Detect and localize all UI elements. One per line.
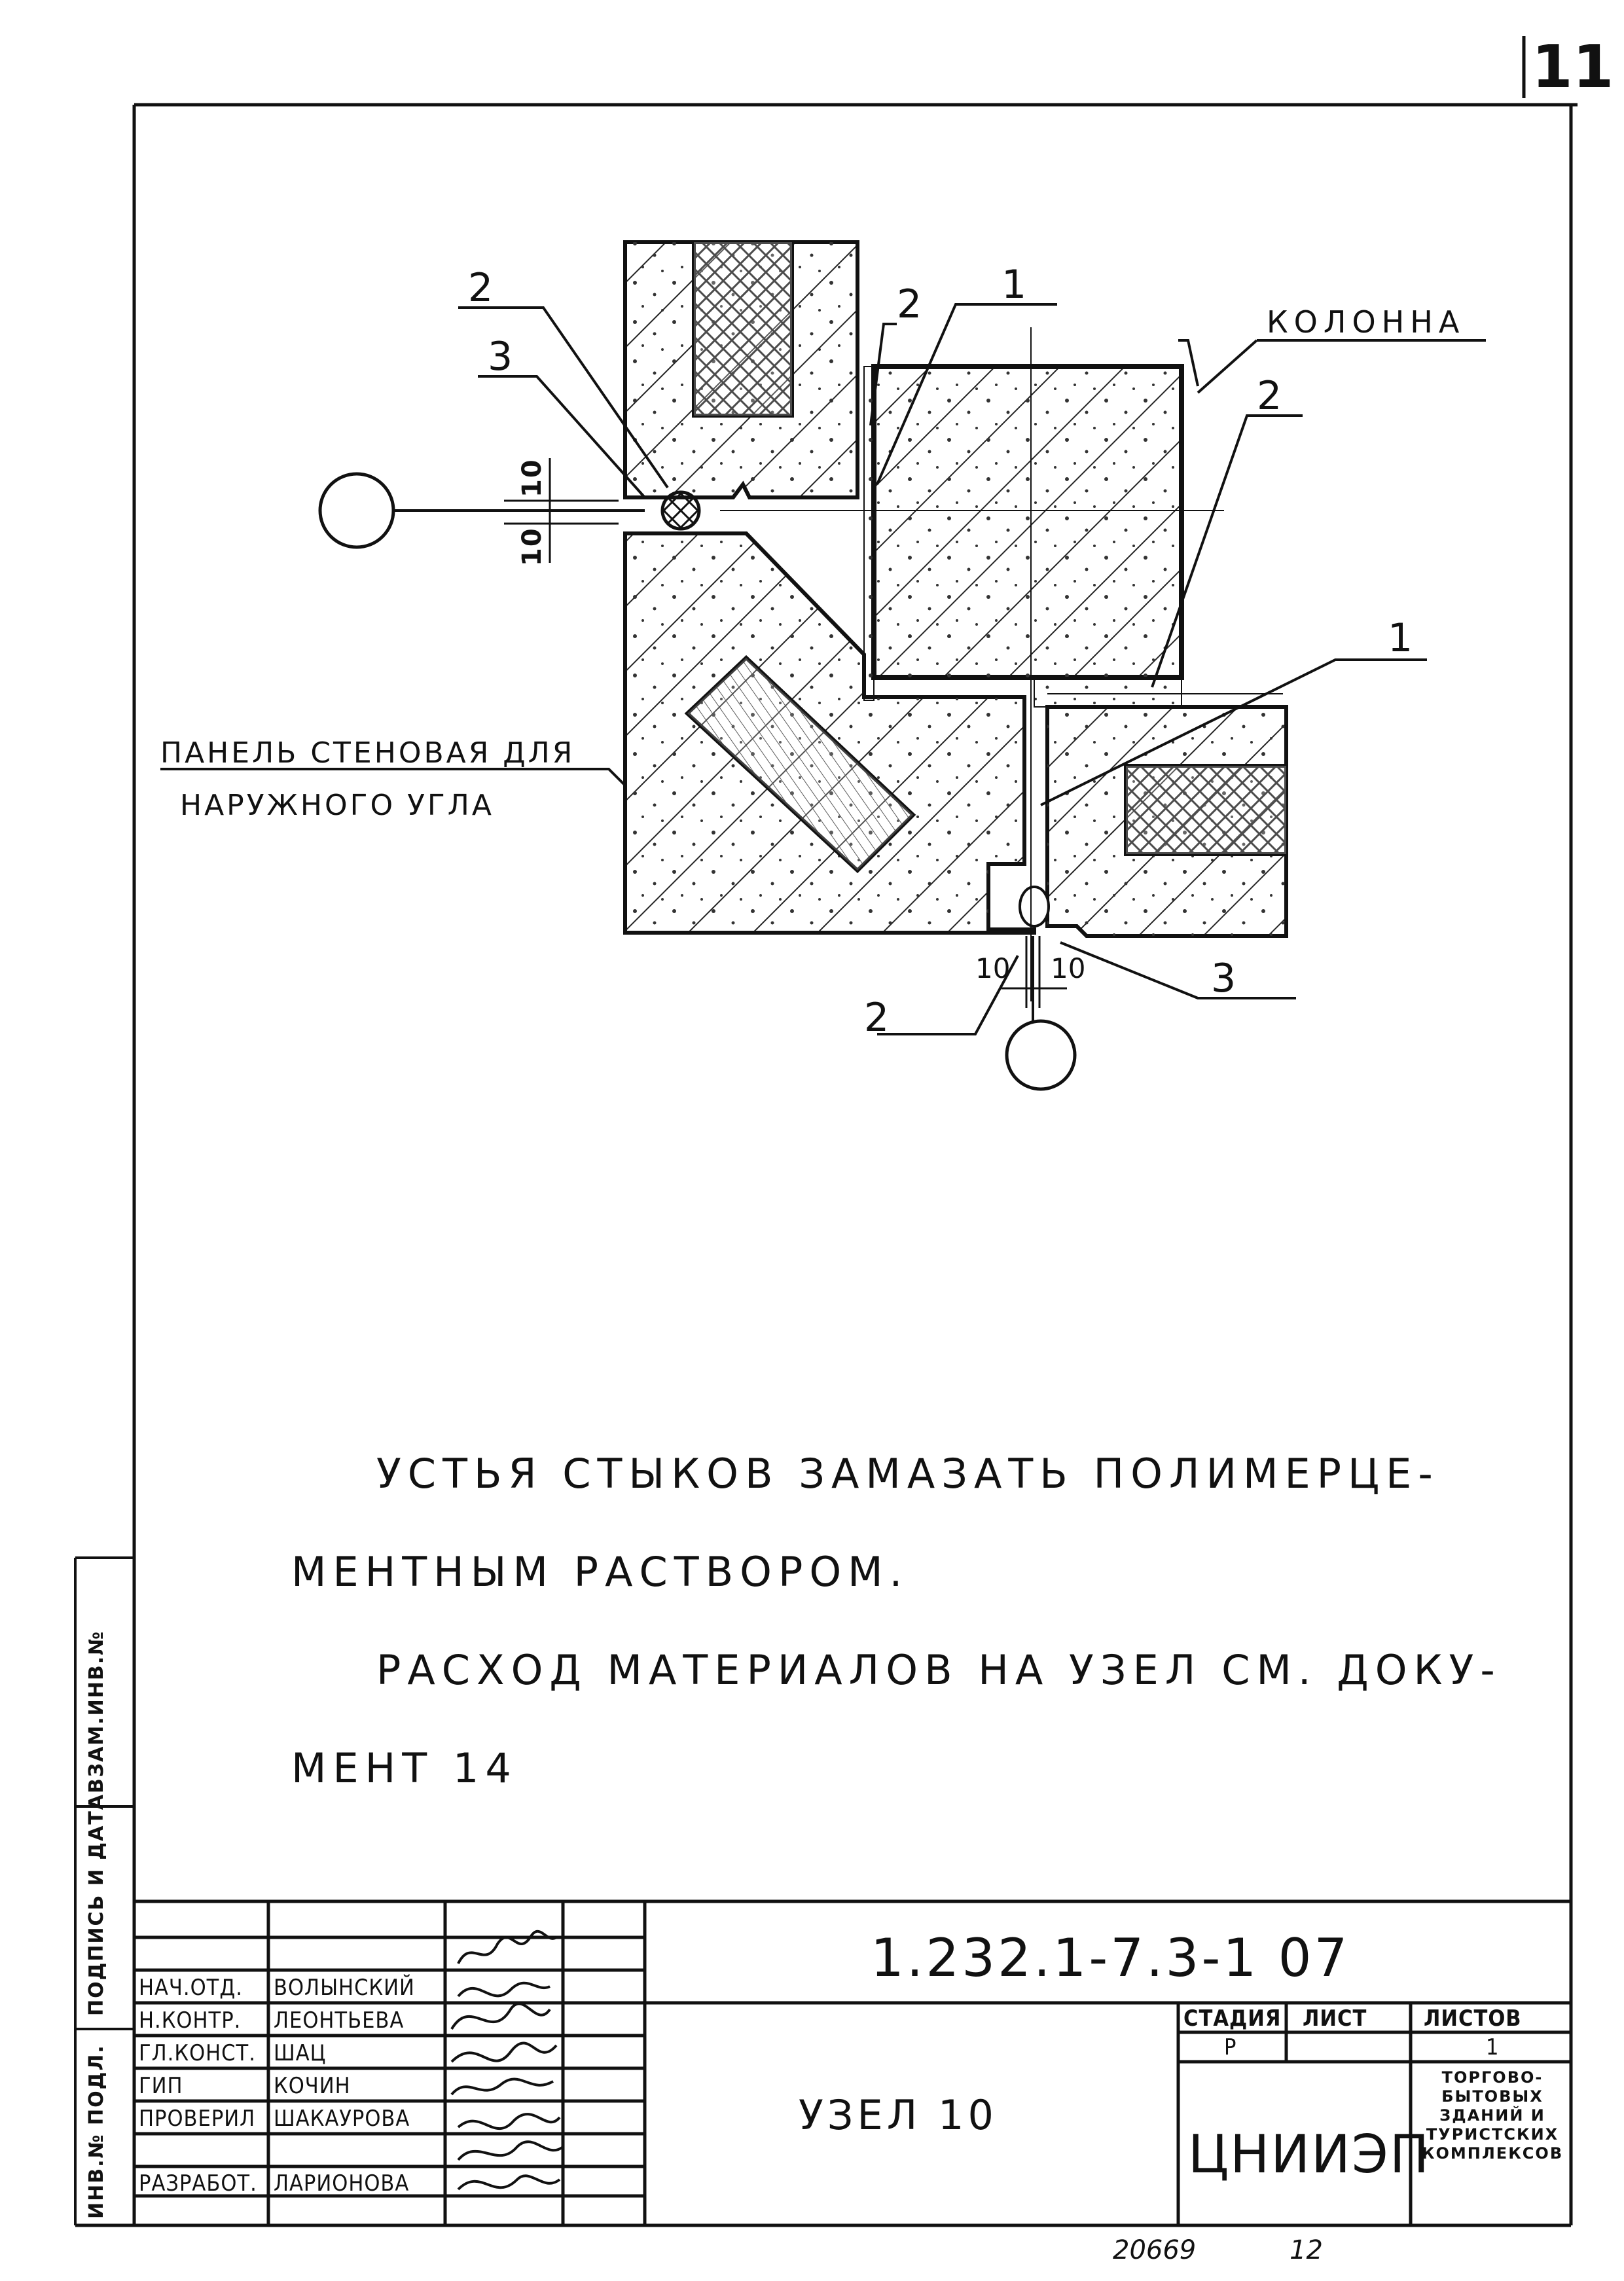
sheets-header: ЛИСТОВ <box>1424 2005 1522 2032</box>
stage-value: Р <box>1224 2034 1237 2060</box>
sheet-frame <box>75 36 1578 2227</box>
person-name: КОЧИН <box>274 2073 351 2099</box>
column <box>871 364 1184 680</box>
person-name: ШАЦ <box>274 2040 327 2066</box>
org-desc-line: ТУРИСТСКИХ <box>1426 2125 1559 2144</box>
dim-left-lower: 10 <box>517 527 547 566</box>
dimension-bottom <box>1001 936 1067 1008</box>
bottom-page: 12 <box>1290 2235 1323 2265</box>
org-desc-line: ЗДАНИЙ И <box>1439 2106 1545 2125</box>
org-desc-line: ТОРГОВО- <box>1441 2068 1543 2087</box>
org-desc-line: КОМПЛЕКСОВ <box>1421 2144 1564 2163</box>
upper-panel <box>623 240 859 499</box>
seal-profile-bottom <box>1019 886 1050 927</box>
grout-top <box>863 366 875 701</box>
note-line-3: Расход материалов на узел см. доку- <box>376 1646 1502 1694</box>
callout-3-top-left: 3 <box>488 334 513 380</box>
sheet-number: 11 <box>1532 33 1614 101</box>
doc-code: 1.232.1-7.3-1 07 <box>871 1928 1350 1988</box>
note-line-1: Устья стыков замазать полимерце- <box>376 1450 1439 1498</box>
callout-2-top-mid: 2 <box>897 281 922 327</box>
person-role: РАЗРАБОТ. <box>139 2170 257 2197</box>
note-line-4: мент 14 <box>291 1744 518 1792</box>
person-role: ПРОВЕРИЛ <box>139 2106 256 2132</box>
dim-bottom-left: 10 <box>975 952 1011 984</box>
leader-lines <box>160 303 1486 1035</box>
node-drawing <box>160 240 1486 1091</box>
sheets-value: 1 <box>1486 2034 1500 2060</box>
panel-label-line2: НАРУЖНОГО УГЛА <box>180 789 494 822</box>
org-name: ЦНИИЭП <box>1188 2124 1430 2185</box>
callout-3-bottom: 3 <box>1211 956 1236 1001</box>
person-name: ЛАРИОНОВА <box>274 2170 410 2197</box>
person-name: ВОЛЫНСКИЙ <box>274 1975 415 2001</box>
org-desc-line: БЫТОВЫХ <box>1441 2087 1543 2106</box>
panel-label-line1: ПАНЕЛЬ СТЕНОВАЯ ДЛЯ <box>160 736 575 770</box>
callout-1-top-mid: 1 <box>1001 262 1027 308</box>
person-role: НАЧ.ОТД. <box>139 1975 243 2001</box>
side-signature-date: ПОДПИСЬ И ДАТА <box>85 1793 108 2016</box>
axis-marker-left <box>318 472 395 549</box>
person-name: ШАКАУРОВА <box>274 2106 410 2132</box>
person-name: ЛЕОНТЬЕВА <box>274 2007 405 2034</box>
callout-2-right: 2 <box>1257 373 1282 419</box>
signatures <box>450 1930 564 2191</box>
seal-profile-top <box>660 490 701 531</box>
dim-bottom-right: 10 <box>1051 952 1086 984</box>
column-label: КОЛОННА <box>1267 304 1466 340</box>
callout-2-top-left: 2 <box>468 265 494 311</box>
stage-header: СТАДИЯ <box>1183 2005 1282 2032</box>
title-block-frame <box>134 1899 1571 2225</box>
callout-1-right: 1 <box>1388 615 1413 661</box>
person-role: ГИП <box>139 2073 183 2099</box>
axis-marker-bottom <box>1005 1019 1077 1091</box>
sheet-header: ЛИСТ <box>1303 2005 1367 2032</box>
right-panel <box>1045 705 1288 938</box>
org-desc: ТОРГОВО- БЫТОВЫХ ЗДАНИЙ И ТУРИСТСКИХ КОМ… <box>1415 2068 1570 2163</box>
note-line-2: ментным раствором. <box>291 1548 909 1596</box>
dim-left-upper: 10 <box>517 458 547 497</box>
drawing-title: УЗЕЛ 10 <box>799 2091 998 2139</box>
side-strip <box>74 1556 134 2225</box>
person-role: ГЛ.КОНСТ. <box>139 2040 256 2066</box>
corner-panel <box>623 531 1036 935</box>
side-vzam-inv: ВЗАМ.ИНВ.№ <box>85 1630 108 1793</box>
grout-right <box>1034 677 1182 708</box>
dimension-left <box>504 458 619 563</box>
person-role: Н.КОНТР. <box>139 2007 242 2034</box>
callout-2-bottom: 2 <box>864 995 890 1041</box>
bottom-number: 20669 <box>1113 2235 1197 2265</box>
side-inv-podl: ИНВ.№ ПОДЛ. <box>85 2044 108 2219</box>
